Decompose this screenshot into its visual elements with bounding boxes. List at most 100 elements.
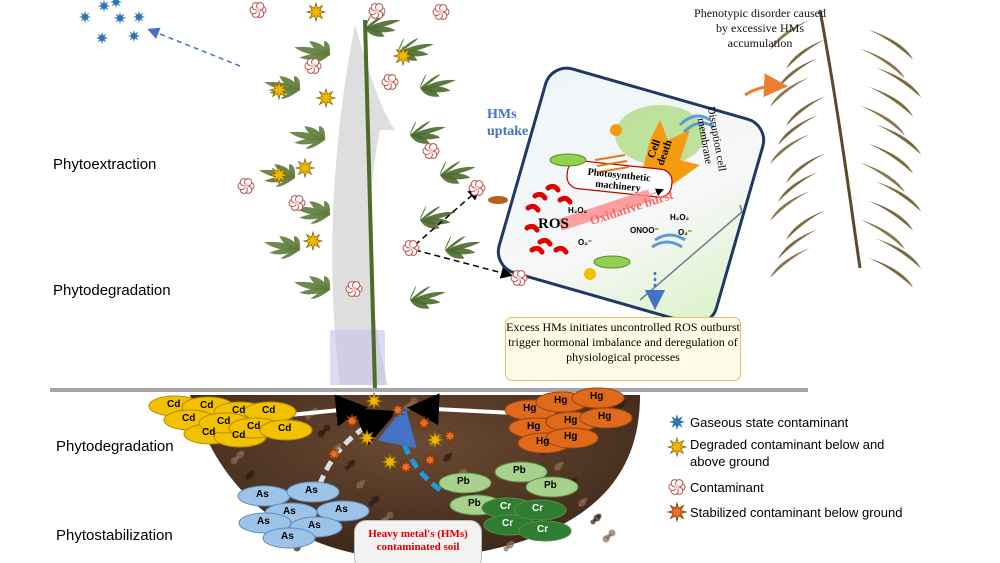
purple-overlay — [330, 330, 385, 385]
yellow-star-icon — [392, 45, 414, 67]
metal-label-pb: Pb — [544, 480, 557, 491]
ros-mark — [553, 245, 569, 255]
metal-pill-hg — [545, 427, 599, 449]
leaf — [324, 276, 331, 290]
leaf — [280, 249, 300, 259]
metal-label-hg: Hg — [598, 411, 612, 422]
ros-label: ROS — [538, 216, 569, 232]
h2o2-label-2: H₂O₂ — [670, 213, 690, 222]
flower-icon — [249, 2, 267, 18]
metal-pill-cr — [518, 520, 572, 542]
blue-star-icon — [98, 0, 110, 12]
leaf — [310, 289, 330, 299]
leaf — [420, 211, 456, 221]
leaf — [445, 236, 466, 250]
ros-mark — [537, 237, 553, 247]
ros-mark — [532, 191, 548, 201]
leaf — [410, 134, 430, 144]
metal-label-as: As — [257, 516, 270, 527]
legend-blue-star-icon — [669, 414, 685, 430]
yellow-star-icon — [357, 428, 377, 448]
leaf — [439, 161, 446, 175]
legend-gaseous: Gaseous state contaminant — [690, 415, 849, 430]
leaf — [410, 121, 431, 135]
photosynthetic-machinery — [566, 160, 673, 198]
phenotype-arrow — [744, 73, 788, 98]
metal-label-cd: Cd — [167, 399, 181, 410]
leaf — [445, 249, 465, 259]
ros-mark — [524, 223, 540, 233]
yellow-star-icon — [305, 1, 327, 23]
leaf — [310, 214, 330, 224]
leaf — [410, 126, 446, 136]
uptake-arrow-cd — [289, 394, 368, 427]
metal-label-cr: Cr — [532, 503, 544, 514]
metal-label-cd: Cd — [200, 400, 214, 411]
uptake-arrow-hg — [407, 393, 516, 426]
flower-icon — [288, 195, 306, 211]
leaf — [364, 14, 371, 28]
gaseous-contaminants — [79, 0, 145, 44]
leaf — [419, 74, 426, 88]
metal-label-hg: Hg — [536, 436, 550, 447]
plant-cell — [496, 66, 766, 326]
leaf — [279, 236, 300, 250]
leaf — [440, 166, 476, 176]
leaf — [420, 206, 441, 220]
label-phytoextraction: Phytoextraction — [53, 156, 157, 173]
ros-mark — [529, 245, 545, 255]
flower-icon — [237, 178, 255, 194]
metal-label-as: As — [256, 489, 269, 500]
metal-pill-cr — [513, 499, 567, 521]
leaf — [398, 43, 434, 53]
label-phytodegradation-above: Phytodegradation — [53, 282, 171, 299]
leaf — [365, 19, 401, 29]
hms-uptake-label: HMs uptake — [487, 107, 529, 139]
metal-label-pb: Pb — [457, 476, 470, 487]
metal-pill-cd — [259, 419, 313, 441]
metal-label-cd: Cd — [202, 427, 216, 438]
metal-label-hg: Hg — [554, 395, 568, 406]
oxidative-burst-arrow — [558, 189, 652, 231]
metal-label-as: As — [281, 531, 294, 542]
flower-icon — [381, 74, 399, 90]
metal-label-as: As — [335, 504, 348, 515]
metal-label-hg: Hg — [523, 403, 537, 414]
metal-pill-pb — [525, 476, 579, 498]
leaf — [264, 241, 300, 251]
label-phytodegradation-below: Phytodegradation — [56, 438, 174, 455]
uptake-arrow — [332, 25, 395, 385]
yellow-star-icon — [268, 164, 290, 186]
metal-label-hg: Hg — [590, 391, 604, 402]
leaf — [304, 126, 325, 140]
onoo-label: ONOO⁻ — [630, 226, 659, 235]
metal-label-hg: Hg — [564, 415, 578, 426]
leaf — [294, 76, 301, 90]
yellow-star-icon — [380, 452, 400, 472]
flower-icon — [304, 58, 322, 74]
gaseous-arrow — [147, 27, 241, 67]
metal-label-cd: Cd — [247, 421, 261, 432]
blue-star-icon — [133, 11, 145, 23]
metal-label-cd: Cd — [182, 413, 196, 424]
legend-stabilized: Stabilized contaminant below ground — [690, 505, 903, 520]
yellow-star-icon — [364, 391, 384, 411]
metal-label-cr: Cr — [502, 518, 514, 529]
leaf — [279, 76, 300, 90]
ros-note-box: Excess HMs initiates uncontrolled ROS ou… — [505, 317, 741, 381]
leaf — [289, 131, 325, 141]
ros-mark — [557, 195, 573, 205]
leaf — [409, 121, 416, 135]
flower-icon — [432, 4, 450, 20]
orange-star-icon — [441, 427, 459, 445]
soil-contaminants — [325, 391, 459, 476]
leaf — [324, 41, 331, 55]
leaf — [420, 87, 440, 97]
leaf — [319, 126, 326, 140]
o2-label-2: O₂⁻ — [678, 228, 692, 237]
ground-line — [50, 388, 808, 392]
metal-label-cd: Cd — [217, 416, 231, 427]
leaf — [409, 286, 416, 300]
blue-star-icon — [128, 30, 140, 42]
flower-icon — [345, 281, 363, 297]
